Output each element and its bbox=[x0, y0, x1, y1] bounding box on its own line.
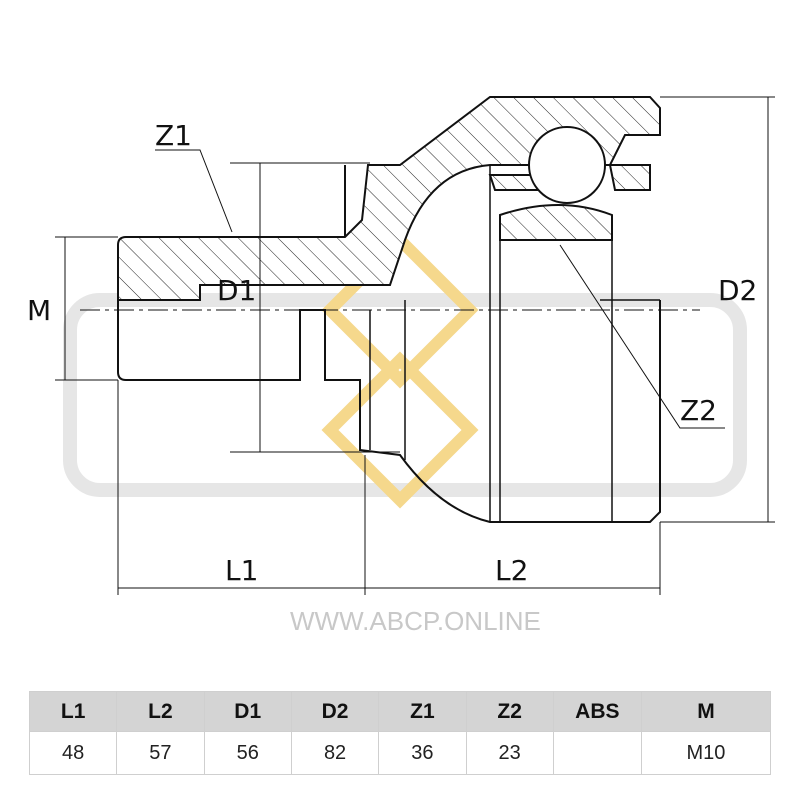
joint-body bbox=[117, 96, 661, 523]
value-z2: 23 bbox=[465, 731, 554, 775]
value-z1: 36 bbox=[378, 731, 467, 775]
header-l1: L1 bbox=[28, 691, 118, 732]
label-z1: Z1 bbox=[155, 119, 192, 152]
label-d2: D2 bbox=[718, 274, 757, 307]
header-m: M bbox=[640, 691, 772, 732]
header-l2: L2 bbox=[116, 691, 205, 732]
value-d1: 56 bbox=[203, 731, 292, 775]
value-abs bbox=[552, 731, 642, 775]
table-header-row: L1 L2 D1 D2 Z1 Z2 ABS M bbox=[28, 691, 772, 732]
table-row: 48 57 56 82 36 23 M10 bbox=[28, 731, 772, 775]
technical-drawing: Z1 Z2 M D1 D2 L1 L2 WWW.ABCP.ONLINE bbox=[27, 96, 775, 636]
value-l1: 48 bbox=[28, 731, 118, 775]
value-d2: 82 bbox=[290, 731, 380, 775]
value-m: M10 bbox=[640, 731, 772, 775]
spec-table: L1 L2 D1 D2 Z1 Z2 ABS M 48 57 56 82 36 2… bbox=[28, 691, 772, 775]
label-z2: Z2 bbox=[680, 394, 717, 427]
watermark-url: WWW.ABCP.ONLINE bbox=[290, 606, 541, 636]
header-z1: Z1 bbox=[378, 691, 467, 732]
header-z2: Z2 bbox=[465, 691, 554, 732]
header-abs: ABS bbox=[552, 691, 642, 732]
label-m: M bbox=[27, 294, 51, 327]
label-l1: L1 bbox=[225, 554, 258, 587]
header-d2: D2 bbox=[290, 691, 380, 732]
header-d1: D1 bbox=[203, 691, 292, 732]
label-d1: D1 bbox=[217, 274, 256, 307]
value-l2: 57 bbox=[116, 731, 205, 775]
label-l2: L2 bbox=[495, 554, 528, 587]
dimension-lines bbox=[55, 96, 775, 595]
